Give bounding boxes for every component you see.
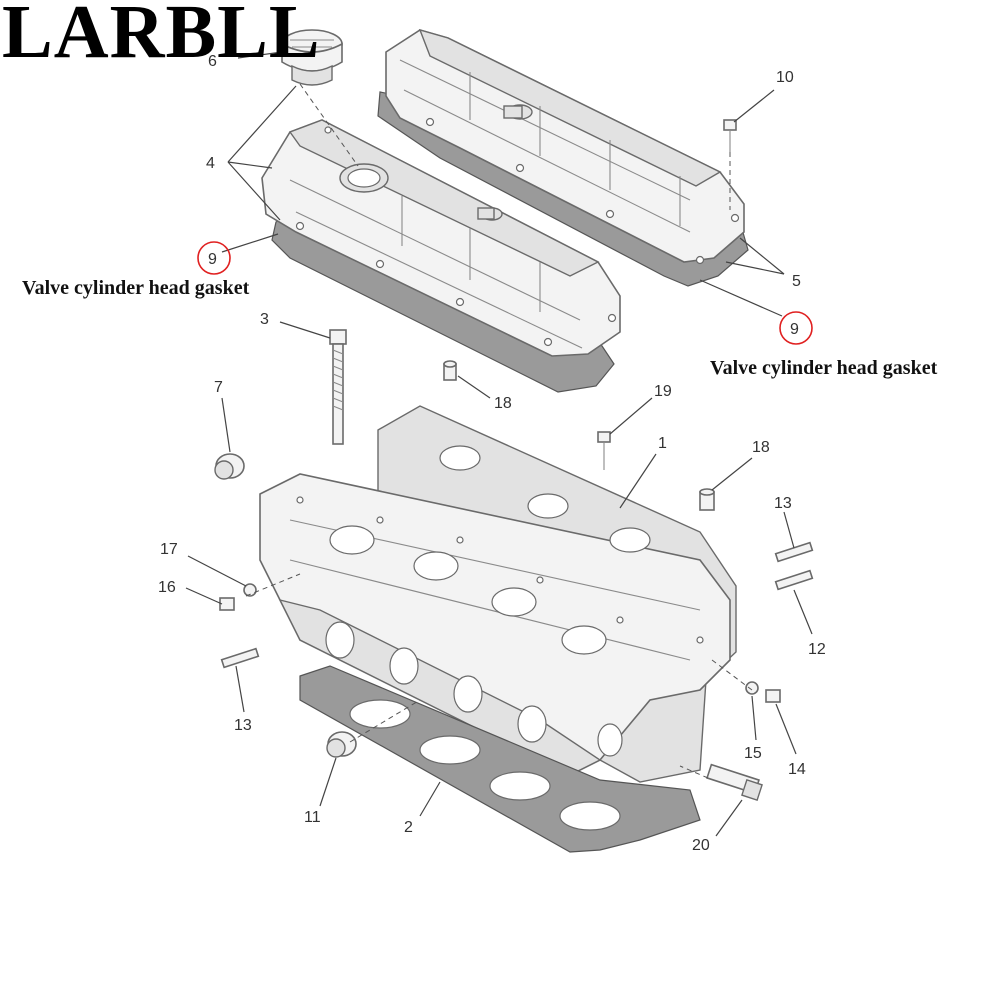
callout-valve-gasket-left: Valve cylinder head gasket	[22, 277, 250, 299]
bolt-10	[723, 119, 737, 152]
label-18-right: 18	[752, 439, 770, 456]
label-15: 15	[744, 745, 762, 762]
label-13-right: 13	[774, 495, 792, 512]
label-18-top: 18	[494, 395, 512, 412]
label-14: 14	[788, 761, 806, 778]
label-1: 1	[658, 435, 667, 452]
label-4: 4	[206, 155, 215, 172]
cylinder-head	[259, 405, 737, 783]
label-5: 5	[792, 273, 801, 290]
label-7: 7	[214, 379, 223, 396]
oil-filler-cap	[281, 29, 343, 86]
plug-11	[326, 731, 357, 758]
label-17: 17	[160, 541, 178, 558]
studs-13-12	[220, 541, 814, 669]
label-9-right: 9	[790, 321, 799, 338]
leader-lines	[185, 51, 813, 837]
plug-bolt-16	[219, 583, 257, 611]
label-3: 3	[260, 311, 269, 328]
brand-watermark: LARBLL	[2, 0, 321, 74]
dowel-right	[699, 488, 715, 511]
highlight-ring-right	[779, 311, 813, 345]
callout-valve-gasket-right: Valve cylinder head gasket	[710, 357, 938, 379]
label-16: 16	[158, 579, 176, 596]
plug-bolt-14	[745, 681, 781, 703]
valve-cover-front	[261, 119, 621, 393]
label-2: 2	[404, 819, 413, 836]
highlight-ring-left	[197, 241, 231, 275]
plug-7	[214, 453, 245, 480]
label-13-left: 13	[234, 717, 252, 734]
label-12: 12	[808, 641, 826, 658]
label-6: 6	[208, 53, 217, 70]
label-11: 11	[304, 809, 321, 826]
sensor-20	[706, 763, 763, 801]
label-9-left: 9	[208, 251, 217, 268]
label-10: 10	[776, 69, 794, 86]
label-19: 19	[654, 383, 672, 400]
head-bolt	[329, 329, 347, 445]
label-20: 20	[692, 837, 710, 854]
dowel-top	[443, 360, 457, 381]
bolt-19	[597, 431, 611, 470]
valve-cover-rear	[377, 28, 749, 287]
